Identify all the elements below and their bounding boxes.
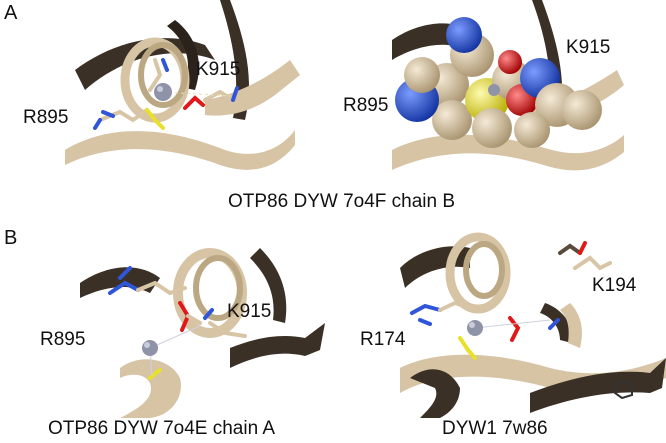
panel-a-sphere-svg xyxy=(392,0,624,171)
panel-b-left-label-r: R895 xyxy=(40,329,86,350)
panel-b-letter: B xyxy=(4,227,18,249)
panel-b-left-svg xyxy=(80,248,325,418)
panel-b-right-svg xyxy=(400,232,666,418)
front-ribbon xyxy=(65,130,295,170)
k915-stick xyxy=(203,89,235,102)
panel-b-right-view xyxy=(400,228,666,418)
front-arrow xyxy=(205,60,300,116)
panel-a-sphere-view xyxy=(392,0,624,180)
zinc-ion xyxy=(154,83,172,101)
panel-b-left-label-k: K915 xyxy=(227,301,272,322)
panel-b-left-caption: OTP86 DYW 7o4E chain A xyxy=(48,418,276,439)
sphere-cluster xyxy=(395,17,602,148)
panel-a-letter: A xyxy=(4,2,18,24)
panel-a-left-label-r: R895 xyxy=(23,107,69,128)
panel-b-right-caption: DYW1 7w86 xyxy=(442,418,548,439)
panel-b-right-label-r: R174 xyxy=(360,329,406,350)
panel-b-right-label-k: K194 xyxy=(592,275,637,296)
back-helix-shadow xyxy=(167,20,199,90)
helix-coil-2 xyxy=(138,42,188,108)
panel-a-right-label-k: K915 xyxy=(566,37,611,58)
panel-a-stick-view xyxy=(55,0,300,180)
panel-a-left-label-k: K915 xyxy=(196,59,241,80)
panel-b-left-view xyxy=(80,238,325,418)
panel-a-right-label-r: R895 xyxy=(343,95,389,116)
cys-stick xyxy=(145,108,165,130)
panel-a-stick-svg xyxy=(65,0,300,170)
panel-a-caption: OTP86 DYW 7o4F chain B xyxy=(228,191,456,212)
